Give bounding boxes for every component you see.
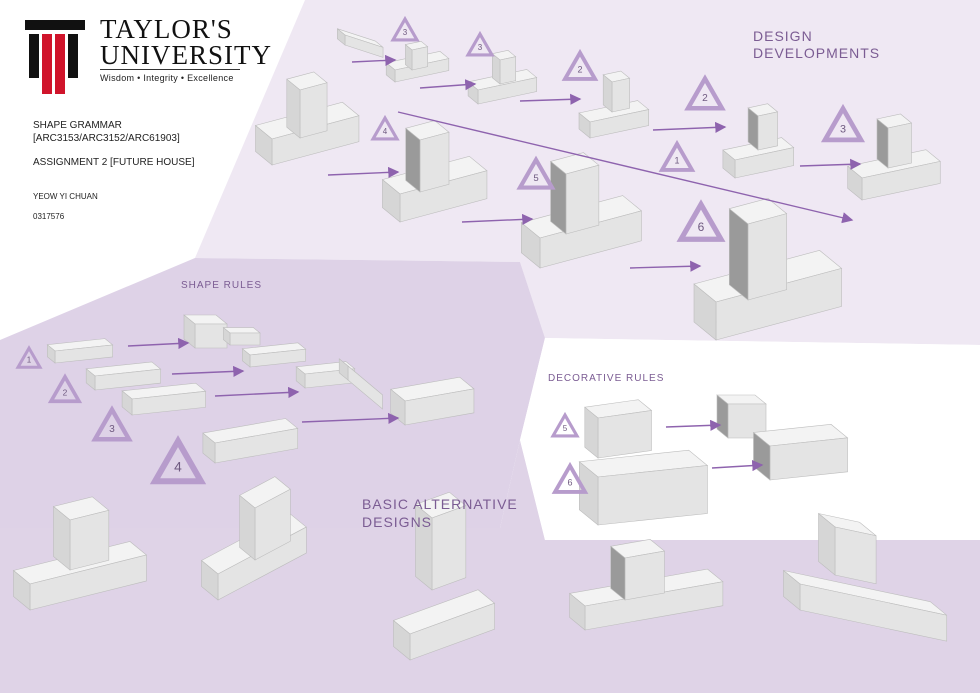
rule-number: 4 [174,460,182,475]
alt-design-2b [239,476,291,561]
shape-rule-3-from [121,382,207,416]
dev-rule-triangle-c: 2 [561,48,599,81]
shape-rule-1-to-b [222,326,261,346]
dev-arrow-9 [629,260,702,272]
rule-number: 1 [27,356,32,365]
shape-rule-2-triangle: 2 [47,373,83,404]
decor-rule-5-to [716,394,767,439]
assignment-title: ASSIGNMENT 2 [FUTURE HOUSE] [33,157,195,168]
dev-arrow-4 [652,121,727,134]
shape-rule-4-from [202,418,299,464]
dev-block-8b [405,120,450,193]
alt-design-4b [610,539,666,601]
alt-design-5 [783,569,948,642]
student-name: YEOW YI CHUAN [33,192,98,201]
taylors-logo-icon [25,20,85,94]
dev-block-1 [336,28,384,58]
dev-rule-triangle-b: 3 [465,30,495,57]
basic-alternative-title-line2: DESIGNS [362,514,433,530]
shape-rule-1-to [183,314,228,349]
dev-arrow-1 [351,54,397,67]
dev-rule-triangle-d: 2 [684,74,726,111]
decor-rule-6-from [578,449,709,526]
dev-block-5b [747,103,779,151]
shape-arrow-4 [301,412,400,425]
dev-block-2b [404,40,429,71]
decor-rule-5-from [584,399,653,459]
logo-divider [100,69,240,70]
design-developments-title-line2: DEVELOPMENTS [753,45,881,61]
rule-number: 5 [563,424,568,433]
dev-rule-triangle-f: 4 [370,114,400,141]
dev-arrow-5 [799,158,862,170]
dev-block-4b [602,70,631,113]
dev-rule-triangle-a: 3 [390,15,420,42]
alt-design-3b [414,491,467,591]
decor-arrow-5 [665,419,722,431]
rule-number: 3 [109,424,115,435]
rule-number: 6 [567,478,572,488]
dev-arrow-8 [461,213,534,226]
university-name-line1: TAYLOR'S [100,14,233,44]
shape-rule-2-from [85,361,162,391]
rule-number: 2 [702,93,708,104]
basic-alternative-title-line1: BASIC ALTERNATIVE [362,496,518,512]
alt-design-3 [392,589,496,661]
dev-block-6b [876,113,913,169]
rule-number: 3 [840,123,846,135]
rule-number: 2 [577,65,582,75]
basic-alternative-panel [0,440,980,693]
shape-arrow-3 [214,386,300,399]
design-developments-title-line1: DESIGN [753,28,813,44]
dev-arrow-2 [419,79,477,91]
dev-rule-triangle-g: 1 [658,139,696,172]
student-id: 0317576 [33,212,65,221]
rule-number: 3 [478,43,483,52]
decor-arrow-6 [711,459,764,472]
alt-design-1b [52,496,110,571]
rule-number: 2 [63,387,68,397]
shape-rule-4-triangle: 4 [149,435,207,485]
dev-rule-triangle-e: 3 [820,103,866,143]
dev-rule-triangle-h: 5 [516,155,556,190]
university-motto: Wisdom • Integrity • Excellence [100,73,234,83]
shape-rule-1-from [46,338,114,364]
shape-rule-1-triangle: 1 [15,345,43,369]
rule-number: 1 [674,156,679,166]
dev-block-3b [491,50,517,85]
dev-arrow-6 [397,111,854,224]
rule-number: 5 [533,173,538,184]
dev-arrow-3 [519,93,582,105]
shape-rule-2-to [241,342,307,368]
course-codes: [ARC3153/ARC3152/ARC61903] [33,133,180,144]
rule-number: 6 [698,220,705,234]
rule-number: 3 [403,28,408,37]
decor-rule-6-triangle: 6 [551,461,589,494]
decorative-rules-title: DECORATIVE RULES [548,373,665,384]
dev-block-7b [286,71,328,139]
dev-arrow-7 [327,166,400,179]
university-name-line2: UNIVERSITY [100,40,272,70]
shape-arrow-1 [127,337,190,350]
shape-rule-3-triangle: 3 [91,405,133,442]
decor-rule-6-to [752,424,849,481]
dev-block-10b [728,198,788,301]
shape-arrow-2 [171,365,245,378]
shape-rule-3-to-b [338,358,383,410]
dev-block-9b [549,152,600,235]
shape-rules-title: SHAPE RULES [181,280,263,291]
rule-number: 4 [383,127,388,136]
decor-rule-5-triangle: 5 [550,411,580,438]
dev-rule-triangle-i: 6 [676,199,726,242]
course-title: SHAPE GRAMMAR [33,120,122,131]
alt-design-5b [818,512,877,585]
